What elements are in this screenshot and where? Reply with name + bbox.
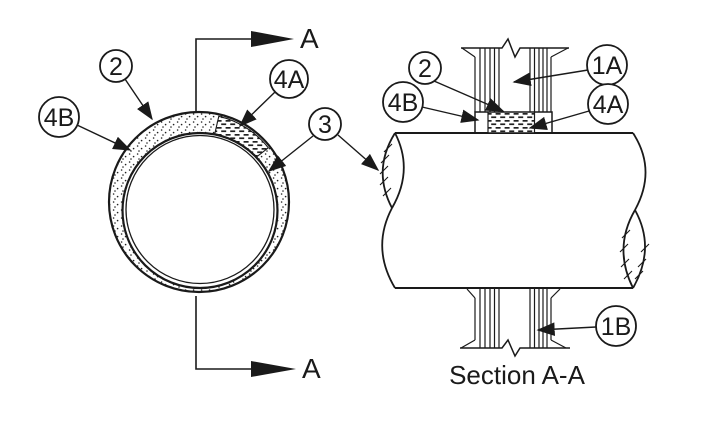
pipe-body (382, 133, 646, 288)
callout-sec-1a: 1A (512, 44, 628, 87)
callout-end-2: 2 (99, 49, 153, 121)
section-cut-arrow-bottom (251, 361, 296, 377)
bundle-flare-top-right (550, 47, 569, 58)
break-hatch-left (379, 143, 393, 197)
callout-sec-2: 2 (408, 51, 505, 112)
callout-label: 4B (388, 89, 419, 117)
break-hatch-right (619, 229, 650, 280)
break-line-top (461, 37, 569, 59)
callout-label: 4B (44, 104, 75, 132)
callout-label: 2 (109, 53, 123, 81)
bundle-flare-bottom-left (460, 339, 476, 349)
callout-pipe-3: 3 (267, 107, 380, 172)
callout-label: 4A (593, 91, 624, 119)
callout-circle (99, 49, 133, 83)
bundle-lines-right (529, 289, 552, 348)
section-letter-top: A (300, 23, 319, 54)
callout-circle (308, 107, 342, 141)
callout-end-4a: 4A (238, 59, 309, 128)
bundle-lines-left (474, 289, 500, 348)
bundle-lines-left (474, 48, 500, 112)
bundle-flare-top-left (461, 47, 476, 58)
callout-label: 3 (318, 111, 332, 139)
caption-section-aa: Section A-A (449, 360, 586, 390)
callout-circle (408, 51, 442, 85)
callout-circle (38, 96, 80, 138)
section-view: 3 2 4B 1A 4A 1B (267, 37, 650, 390)
bundle-flare-pipe-left (466, 288, 476, 299)
break-line-bottom (460, 338, 570, 358)
seal-patch (474, 111, 553, 134)
section-letter-bottom: A (302, 353, 321, 384)
callout-sec-4b: 4B (382, 81, 480, 123)
callout-sec-1b: 1B (536, 305, 637, 347)
callout-circle (595, 305, 637, 347)
callout-label: 4A (274, 66, 305, 94)
end-view: A A 2 4B 4A (38, 23, 321, 384)
bundle-flare-pipe-right (550, 288, 561, 299)
callout-circle (587, 83, 629, 125)
cable-bundle-bottom (460, 288, 570, 358)
callout-label: 1B (601, 313, 632, 341)
section-cut-top: A (195, 23, 319, 111)
pipe-outer-circle (121, 131, 279, 290)
callout-sec-4a: 4A (528, 83, 629, 130)
seal-cell-2 (488, 112, 535, 133)
section-cut-arrow-top (251, 31, 294, 47)
pipe-break-left-lens (381, 132, 405, 209)
pipe-break-right-arc (632, 132, 647, 211)
callout-circle (269, 59, 309, 99)
callout-label: 2 (418, 55, 432, 83)
bundle-lines-right (529, 48, 552, 112)
section-cut-bottom: A (195, 296, 321, 384)
callout-end-4b: 4B (38, 96, 132, 151)
callout-circle (382, 81, 424, 123)
callout-label: 1A (592, 52, 623, 80)
bundle-flare-bottom-right (550, 339, 567, 349)
pipe-break-left-arc (381, 207, 396, 289)
pipe-inner-circle (125, 134, 275, 285)
